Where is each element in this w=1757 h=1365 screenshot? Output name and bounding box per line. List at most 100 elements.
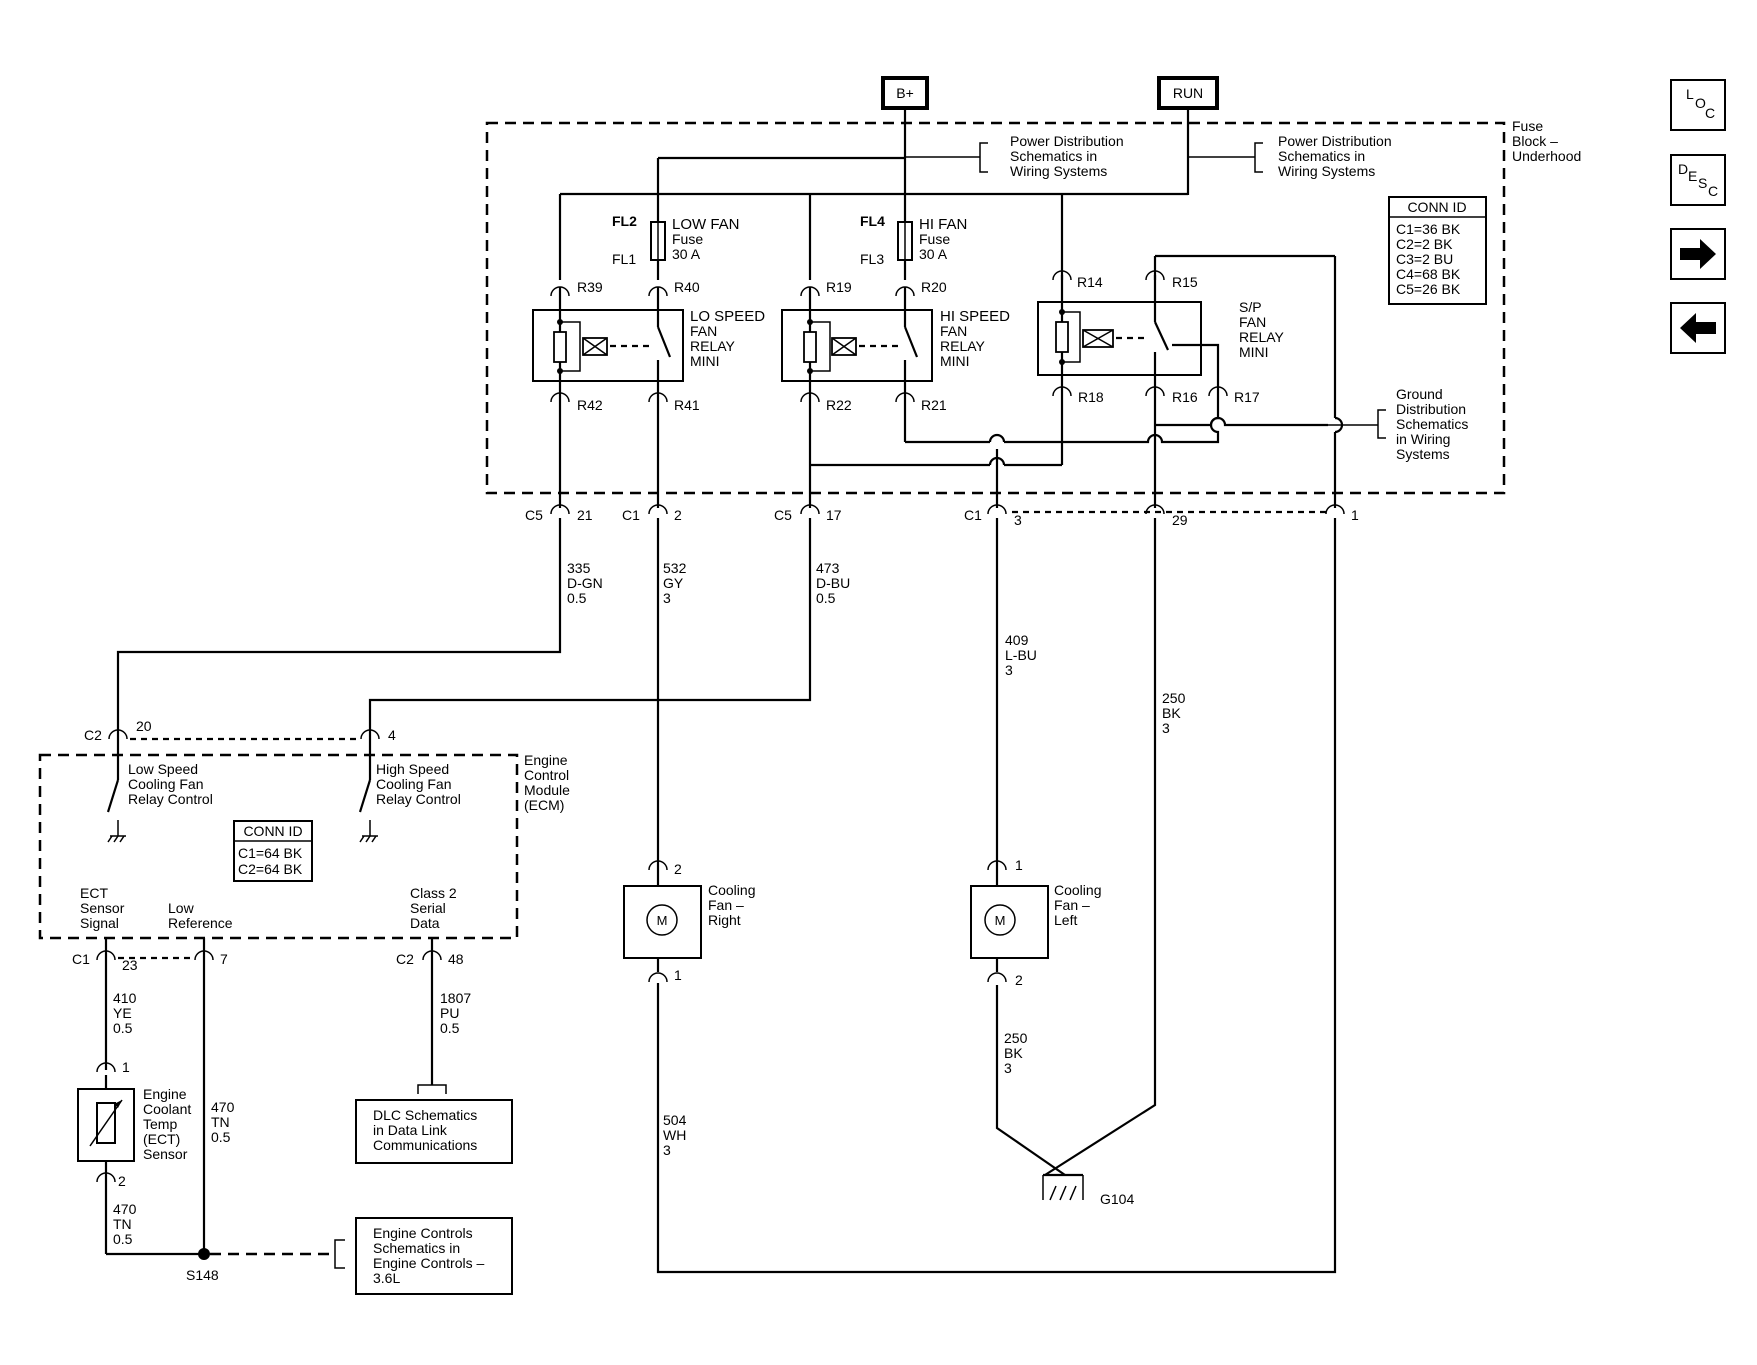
desc-letter-d: D [1678,161,1689,177]
svg-text:2: 2 [118,1173,126,1189]
svg-text:FL3: FL3 [860,251,884,267]
svg-text:1: 1 [1351,507,1359,523]
svg-text:C2: C2 [396,951,414,967]
svg-text:R19: R19 [826,279,852,295]
svg-text:RUN: RUN [1173,85,1203,101]
svg-text:3: 3 [1014,512,1022,528]
svg-text:21: 21 [577,507,593,523]
svg-text:C1: C1 [622,507,640,523]
svg-text:1: 1 [1015,857,1023,873]
svg-text:CONN ID: CONN ID [1407,199,1466,215]
svg-text:M: M [995,913,1006,928]
run-source: RUN [1157,76,1219,110]
svg-text:CONN ID: CONN ID [243,823,302,839]
svg-text:FL4: FL4 [860,213,885,229]
svg-text:1: 1 [674,967,682,983]
loc-letter-l: L [1686,86,1694,102]
svg-text:R42: R42 [577,397,603,413]
svg-text:R15: R15 [1172,274,1198,290]
svg-text:2: 2 [674,861,682,877]
svg-text:G104: G104 [1100,1191,1134,1207]
svg-text:R18: R18 [1078,389,1104,405]
svg-text:R40: R40 [674,279,700,295]
svg-text:C5: C5 [525,507,543,523]
wire-335 [116,518,562,724]
svg-text:29: 29 [1172,512,1188,528]
svg-text:R41: R41 [674,397,700,413]
svg-text:C1: C1 [72,951,90,967]
location-button[interactable]: L O C [1670,79,1726,131]
svg-text:C2: C2 [84,727,102,743]
desc-letter-s: S [1698,175,1708,191]
svg-text:2: 2 [674,507,682,523]
desc-letter-c: C [1708,183,1719,199]
svg-text:48: 48 [448,951,464,967]
ground-g104: G104 [1042,1173,1134,1207]
svg-text:23: 23 [122,957,138,973]
ecm-boundary [38,753,519,940]
previous-arrow-button[interactable] [1670,302,1726,354]
power-ref-2: Power Distribution Schematics in Wiring … [1278,133,1396,179]
svg-text:17: 17 [826,507,842,523]
description-button[interactable]: D E S C [1670,154,1726,206]
svg-text:C5: C5 [774,507,792,523]
next-arrow-button[interactable] [1670,228,1726,280]
desc-letter-e: E [1688,168,1698,184]
bplus-source: B+ [881,76,929,110]
svg-text:FL2: FL2 [612,213,637,229]
fuse-block-boundary [485,121,1506,495]
svg-text:R39: R39 [577,279,603,295]
wire-504 [656,518,1337,1274]
loc-letter-c: C [1705,105,1716,121]
ground-dist-ref: Ground Distribution Schematics in Wiring… [1396,386,1472,462]
wire-473 [368,518,812,724]
svg-text:M: M [657,913,668,928]
ecm-title: Engine Control Module (ECM) [524,752,574,813]
left-arrow-icon [1680,313,1716,343]
svg-text:R14: R14 [1077,274,1103,290]
svg-text:B+: B+ [896,85,914,101]
svg-text:R21: R21 [921,397,947,413]
loc-letter-o: O [1695,95,1706,111]
svg-text:R16: R16 [1172,389,1198,405]
right-arrow-icon [1680,239,1716,269]
svg-text:FL1: FL1 [612,251,636,267]
svg-text:R17: R17 [1234,389,1260,405]
